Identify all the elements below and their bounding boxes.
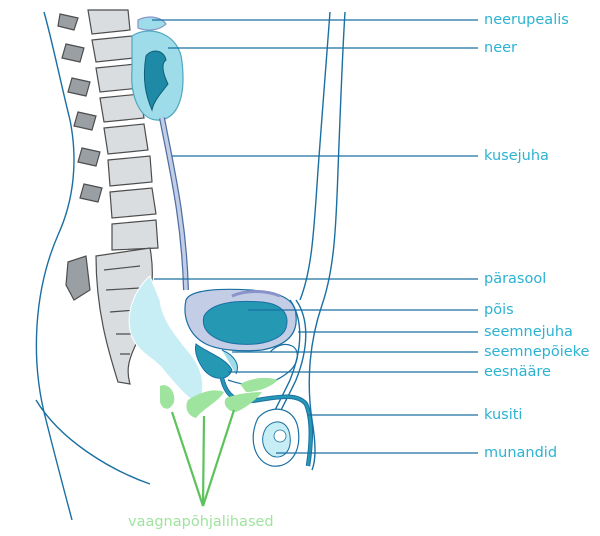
label-seemnepoieke: seemnepõieke	[484, 344, 589, 360]
label-vaagnapohjalihased: vaagnapõhjalihased	[128, 514, 274, 530]
label-kusejuha: kusejuha	[484, 148, 549, 164]
label-seemnejuha: seemnejuha	[484, 324, 573, 340]
label-neer: neer	[484, 40, 517, 56]
label-pois: põis	[484, 302, 514, 318]
label-neerupealis: neerupealis	[484, 12, 569, 28]
testis-group	[253, 409, 299, 466]
bladder-group	[185, 289, 296, 350]
kidney-group	[132, 17, 183, 120]
label-kusiti: kusiti	[484, 407, 522, 423]
muscle-pointer-lines	[172, 410, 234, 506]
label-parasool: pärasool	[484, 271, 546, 287]
label-eesnaare: eesnääre	[484, 364, 551, 380]
label-munandid: munandid	[484, 445, 557, 461]
